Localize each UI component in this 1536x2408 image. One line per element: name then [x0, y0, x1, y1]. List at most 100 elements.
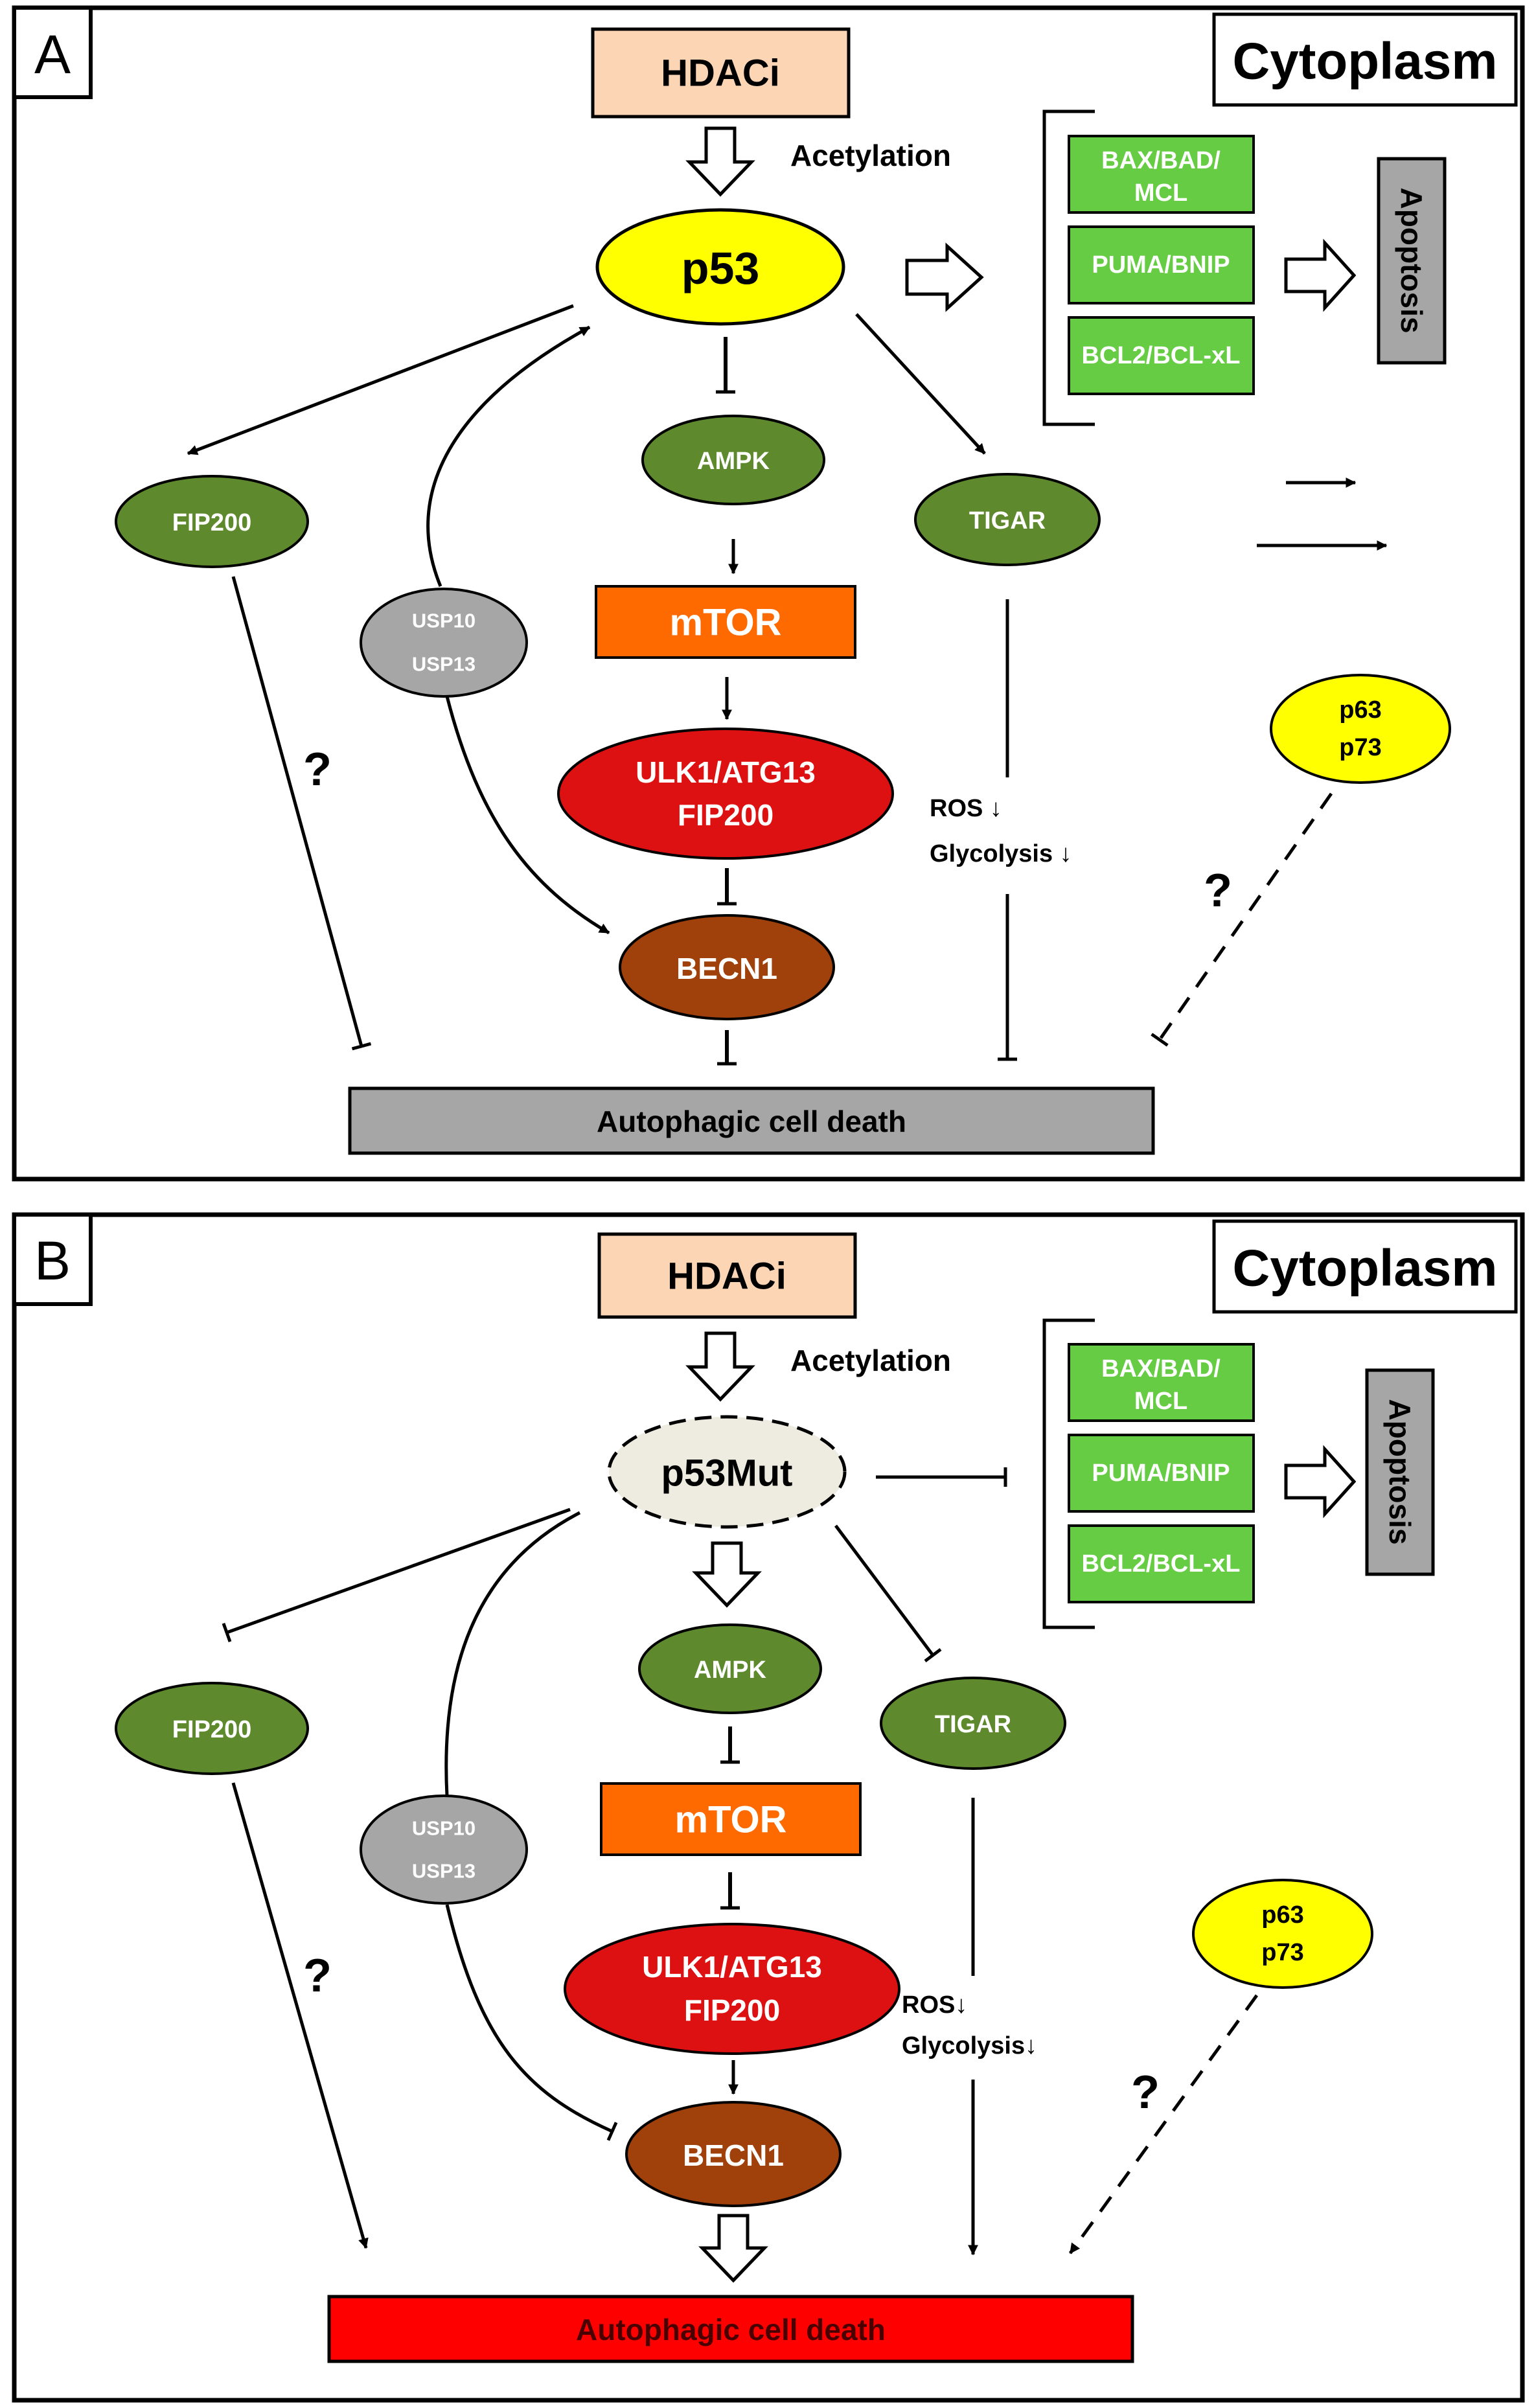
glycolysis-label-b: Glycolysis↓: [902, 2032, 1037, 2059]
ampk-label: AMPK: [697, 448, 770, 475]
apoptosis-box-b: [1365, 1368, 1435, 1576]
ros-label-b: ROS↓: [902, 1991, 967, 2019]
mcl-label-b: MCL: [1134, 1388, 1187, 1415]
panel-b-frame: [12, 1212, 1525, 2403]
panel-b: B Cytoplasm HDACi Acetylation p53Mut BAX…: [12, 1212, 1525, 2403]
hdaci-label: HDACi: [661, 52, 780, 95]
hdaci-box: [591, 27, 851, 119]
bcl2-label: BCL2/BCL-xL: [1082, 342, 1241, 369]
becn1-label-b: BECN1: [683, 2139, 784, 2172]
p63-label: p63: [1339, 696, 1381, 724]
fip200-node-b: [115, 1682, 309, 1775]
p53-node: [595, 208, 845, 326]
apoptosis-label: Apoptosis: [1395, 188, 1428, 334]
p53-to-fip200-arrow: [187, 304, 574, 455]
p53-to-tigar-arrow: [855, 313, 986, 455]
apoptosis-label-b: Apoptosis: [1383, 1399, 1417, 1545]
p63-label-b: p63: [1261, 1901, 1303, 1929]
usp-node: [360, 588, 528, 698]
hdaci-label-b: HDACi: [667, 1256, 786, 1298]
mtor-box: [595, 585, 856, 659]
ampk-label-b: AMPK: [694, 1657, 766, 1684]
bax-bad-mcl-box: [1068, 135, 1255, 214]
autophagic-death-label: Autophagic cell death: [597, 1105, 906, 1138]
usp-node-b: [360, 1795, 528, 1905]
panel-b-cytoplasm-box: [1212, 1219, 1518, 1314]
becn1-node-b: [625, 2101, 842, 2207]
fip200-node: [115, 475, 309, 568]
puma-bnip-box-b: [1068, 1434, 1255, 1513]
panel-b-cytoplasm-label: Cytoplasm: [1233, 1239, 1498, 1297]
panel-a: A Cytoplasm HDACi Acetylation p53 BAX/BA…: [12, 5, 1525, 1182]
autophagic-death-bar: [348, 1086, 1155, 1155]
usp-inhibits-becn1-b: [445, 1904, 618, 2141]
fip200-inhibits-death: [231, 576, 372, 1051]
apoptosis-box: [1377, 157, 1447, 365]
usp-to-p53-arrow: [426, 325, 591, 587]
puma-bnip-label-b: PUMA/BNIP: [1092, 1460, 1230, 1487]
puma-bnip-label: PUMA/BNIP: [1092, 251, 1230, 279]
mtor-label: mTOR: [670, 602, 782, 644]
p63-p73-node-b: [1192, 1879, 1373, 1989]
question-mark-p63: ?: [1204, 865, 1232, 917]
hdaci-to-p53-arrow: [685, 126, 755, 197]
becn1-node: [619, 914, 835, 1020]
panel-a-letter: A: [34, 24, 71, 85]
ulk1-node: [557, 728, 894, 860]
bcl2-box: [1068, 316, 1255, 395]
autophagic-death-label-b: Autophagic cell death: [576, 2313, 886, 2346]
ulk1-node-b: [564, 1923, 900, 2055]
fip200-label-b: FIP200: [172, 1716, 252, 1743]
question-mark-fip200-b: ?: [303, 1950, 332, 2002]
fip200-to-death-arrow-b: [231, 1782, 369, 2249]
p73-label: p73: [1339, 734, 1381, 761]
panel-a-cytoplasm-label: Cytoplasm: [1233, 32, 1498, 90]
ulk-fip200-label: FIP200: [678, 798, 774, 832]
p53mut-to-usp-line: [444, 1511, 581, 1796]
panel-b-letter: B: [34, 1230, 71, 1291]
ampk-node-b: [638, 1623, 822, 1714]
fip200-label: FIP200: [172, 509, 252, 536]
panel-a-frame: [12, 5, 1525, 1182]
p53-label: p53: [682, 243, 760, 293]
mcl-label: MCL: [1134, 179, 1187, 207]
p53mut-inhibits-tigar: [834, 1524, 942, 1662]
tigar-label-b: TIGAR: [935, 1711, 1011, 1738]
usp13-label: USP13: [412, 653, 476, 676]
bax-bad-label-b: BAX/BAD/: [1101, 1355, 1221, 1382]
panel-b-letter-box: [12, 1213, 93, 1306]
p53-to-genes-arrow: [905, 242, 984, 312]
p63-inhibits-death-dashed: [1151, 792, 1333, 1047]
autophagic-death-bar-b: [327, 2295, 1134, 2363]
p53mut-node: [607, 1415, 847, 1529]
p73-label-b: p73: [1261, 1939, 1303, 1966]
bcl2-box-b: [1068, 1524, 1255, 1603]
bax-bad-label: BAX/BAD/: [1101, 147, 1221, 174]
tigar-node-b: [880, 1677, 1066, 1770]
hdaci-to-p53mut-arrow: [685, 1331, 755, 1402]
p53mut-label: p53Mut: [661, 1452, 793, 1495]
genes-bracket-b: [1042, 1318, 1095, 1629]
becn1-to-death-arrow: [698, 2214, 768, 2283]
bcl2-label-b: BCL2/BCL-xL: [1082, 1550, 1241, 1577]
p63-p73-node: [1270, 674, 1451, 784]
genes-to-apoptosis-arrow: [1284, 238, 1357, 312]
usp10-label-b: USP10: [412, 1817, 476, 1840]
usp-to-becn1-arrow: [445, 696, 610, 935]
panel-a-cytoplasm-box: [1212, 12, 1518, 107]
mtor-box-b: [600, 1782, 862, 1856]
panel-a-letter-box: [12, 6, 93, 99]
tigar-node: [914, 473, 1101, 566]
hdaci-box-b: [597, 1232, 857, 1319]
acetylation-label-b: Acetylation: [790, 1344, 951, 1377]
ros-label: ROS ↓: [930, 795, 1002, 822]
p53mut-to-ampk-arrow: [692, 1541, 762, 1608]
question-mark-fip200: ?: [303, 744, 332, 796]
p53mut-inhibits-fip200: [222, 1508, 571, 1642]
mtor-label-b: mTOR: [675, 1799, 787, 1841]
acetylation-label: Acetylation: [790, 139, 951, 172]
p63-to-death-dashed-b: [1068, 1994, 1259, 2254]
genes-bracket: [1042, 109, 1095, 426]
ulk1-label-b: ULK1/ATG13: [642, 1950, 822, 1984]
becn1-label: BECN1: [676, 952, 777, 985]
